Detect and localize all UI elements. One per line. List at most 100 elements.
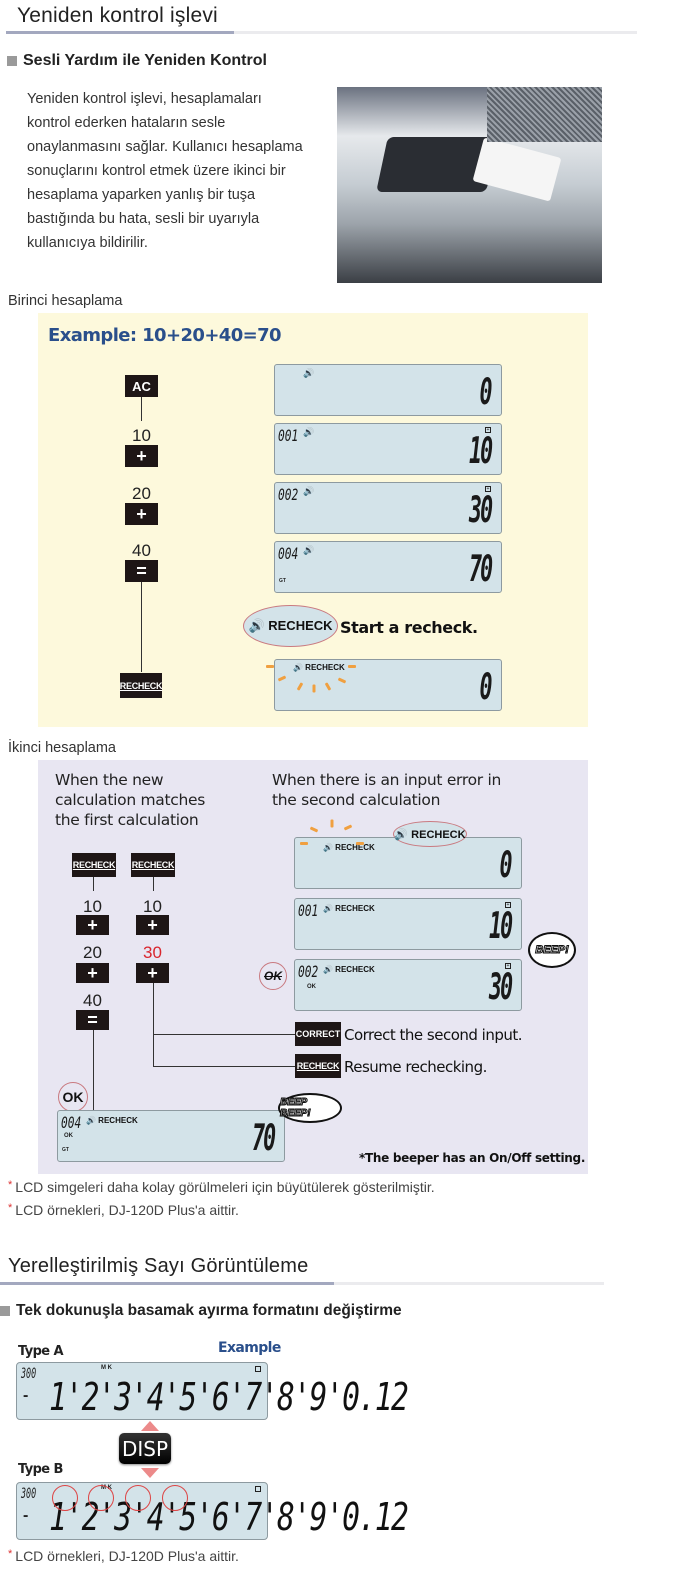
plus-key: + <box>136 963 169 983</box>
arrow-line <box>93 877 94 891</box>
flash-ray-icon <box>343 824 353 831</box>
branch-line-correct <box>153 1034 295 1035</box>
speaker-icon: 🔊 <box>303 427 315 437</box>
calculator-photo <box>337 87 602 283</box>
equals-key: = <box>76 1010 109 1030</box>
beep-speech-bubble: BEEP! <box>528 932 576 968</box>
mk-indicator: M K <box>101 1365 112 1371</box>
lcd-counter: 002 <box>278 485 299 504</box>
footnote-text: LCD örnekleri, DJ-120D Plus'a aittir. <box>15 1202 239 1218</box>
flash-ray-icon <box>330 819 334 828</box>
plus-indicator-icon: + <box>505 963 511 969</box>
section-divider <box>0 1282 604 1285</box>
lcd-counter: 004 <box>278 544 299 563</box>
recheck-speech-bubble: 🔊 RECHECK <box>393 821 467 847</box>
input-number: 10 <box>132 426 151 445</box>
resume-action-text: Resume rechecking. <box>344 1058 487 1076</box>
shirt-image-shape <box>487 87 602 142</box>
paragraph-line: kullanıcıya bildirilir. <box>27 235 148 251</box>
subsection-title-voice-recheck: Sesli Yardım ile Yeniden Kontrol <box>7 52 267 70</box>
match-title: When the new calculation matches the fir… <box>55 770 205 830</box>
first-calc-panel: Example: 10+20+40=70 AC 10 + 20 + 40 = R… <box>38 313 588 727</box>
lcd-display: 002 🔊 RECHECK OK + 30 <box>294 959 522 1011</box>
input-number: 20 <box>83 943 102 962</box>
disp-key[interactable]: DISP <box>119 1433 171 1464</box>
title-line: calculation matches <box>55 791 206 809</box>
arrow-up-icon <box>141 1421 159 1431</box>
separator-highlight-circle <box>52 1485 78 1511</box>
paragraph-line: hesaplama yaparken yanlış bir tuşa <box>27 187 256 203</box>
lcd-value: 30 <box>488 967 513 1008</box>
flash-ray-icon <box>266 665 274 668</box>
paragraph-line: bastığında bu hata, sesli bir uyarıyla <box>27 211 260 227</box>
subtitle-text: Tek dokunuşla basamak ayırma formatını d… <box>16 1302 402 1319</box>
first-calc-caption: Birinci hesaplama <box>8 293 123 309</box>
recheck-key: RECHECK <box>131 853 175 877</box>
footnote-text: LCD örnekleri, DJ-120D Plus'a aittir. <box>15 1548 239 1564</box>
separator-highlight-circle <box>88 1485 114 1511</box>
lcd-counter: 001 <box>298 901 319 920</box>
recheck-indicator: 🔊 RECHECK <box>323 965 375 974</box>
lcd-display: 🔊 0 <box>274 364 502 416</box>
error-title: When there is an input error in the seco… <box>272 770 501 810</box>
lcd-display: 004 🔊 GT 70 <box>274 541 502 593</box>
lcd-value: 0 <box>479 667 493 708</box>
lcd-counter: 001 <box>278 426 299 445</box>
flash-ray-icon <box>312 684 316 693</box>
plus-key: + <box>125 445 158 467</box>
ok-indicator: OK <box>64 1133 73 1139</box>
lcd-counter: 300 <box>21 1366 37 1382</box>
input-number: 40 <box>132 541 151 560</box>
gt-indicator: GT <box>279 578 286 584</box>
plus-indicator-icon <box>255 1486 261 1492</box>
lcd-value: 10 <box>488 906 513 947</box>
footnote-item: *LCD örnekleri, DJ-120D Plus'a aittir. <box>8 1548 239 1564</box>
input-number: 20 <box>132 484 151 503</box>
recheck-indicator: 🔊 RECHECK <box>323 904 375 913</box>
square-bullet-icon <box>0 1306 10 1316</box>
separator-highlight-circle <box>125 1485 151 1511</box>
lcd-value: 70 <box>468 549 493 590</box>
speaker-icon: 🔊 <box>303 545 315 555</box>
flash-ray-icon <box>348 665 356 668</box>
recheck-indicator: 🔊 RECHECK <box>323 843 375 852</box>
wrong-input-number: 30 <box>143 943 162 962</box>
recheck-key: RECHECK <box>72 853 116 877</box>
type-a-lcd: 300 - M K 1'2'3'4'5'6'7'8'9'0.12 <box>16 1362 409 1420</box>
speaker-icon: 🔊 <box>303 486 315 496</box>
lcd-counter: 300 <box>21 1486 37 1502</box>
paper-image-shape <box>472 137 562 202</box>
recheck-indicator: 🔊 RECHECK <box>293 663 345 672</box>
plus-indicator-icon: + <box>505 902 511 908</box>
plus-key: + <box>76 915 109 935</box>
branch-line-recheck <box>153 1066 295 1067</box>
beeper-footnote: *The beeper has an On/Off setting. <box>359 1151 586 1165</box>
title-line: the second calculation <box>272 791 441 809</box>
ac-key: AC <box>125 375 158 397</box>
input-number: 10 <box>143 897 162 916</box>
flash-ray-icon <box>309 826 319 833</box>
recheck-speech-bubble: 🔊 RECHECK <box>243 605 338 647</box>
plus-indicator-icon: + <box>485 486 491 492</box>
lcd-value: 70 <box>251 1118 276 1159</box>
lcd-display: 004 🔊 RECHECK OK GT 70 <box>57 1110 285 1162</box>
intro-paragraph: Yeniden kontrol işlevi, hesaplamaları ko… <box>27 87 327 255</box>
type-b-lcd: 300 - M K 1'2'3'4'5'6'7'8'9'0.12 <box>16 1482 409 1540</box>
arrow-line <box>141 397 142 421</box>
paragraph-line: kontrol ederken hataların sesle <box>27 115 226 131</box>
ok-indicator: OK <box>307 984 316 990</box>
separator-highlight-circle <box>162 1485 188 1511</box>
lcd-display: 001 🔊 + 10 <box>274 423 502 475</box>
lcd-display: 002 🔊 + 30 <box>274 482 502 534</box>
paragraph-line: Yeniden kontrol işlevi, hesaplamaları <box>27 91 262 107</box>
minus-indicator-icon: - <box>23 1507 29 1524</box>
plus-indicator-icon: + <box>485 427 491 433</box>
footnote-item: *LCD örnekleri, DJ-120D Plus'a aittir. <box>8 1202 239 1218</box>
subtitle-text: Sesli Yardım ile Yeniden Kontrol <box>23 52 267 69</box>
start-recheck-caption: Start a recheck. <box>340 618 478 637</box>
equals-key: = <box>125 560 158 582</box>
plus-indicator-icon <box>255 1366 261 1372</box>
plus-key: + <box>76 963 109 983</box>
asterisk-icon: * <box>8 1179 13 1191</box>
branch-line <box>153 983 154 1066</box>
